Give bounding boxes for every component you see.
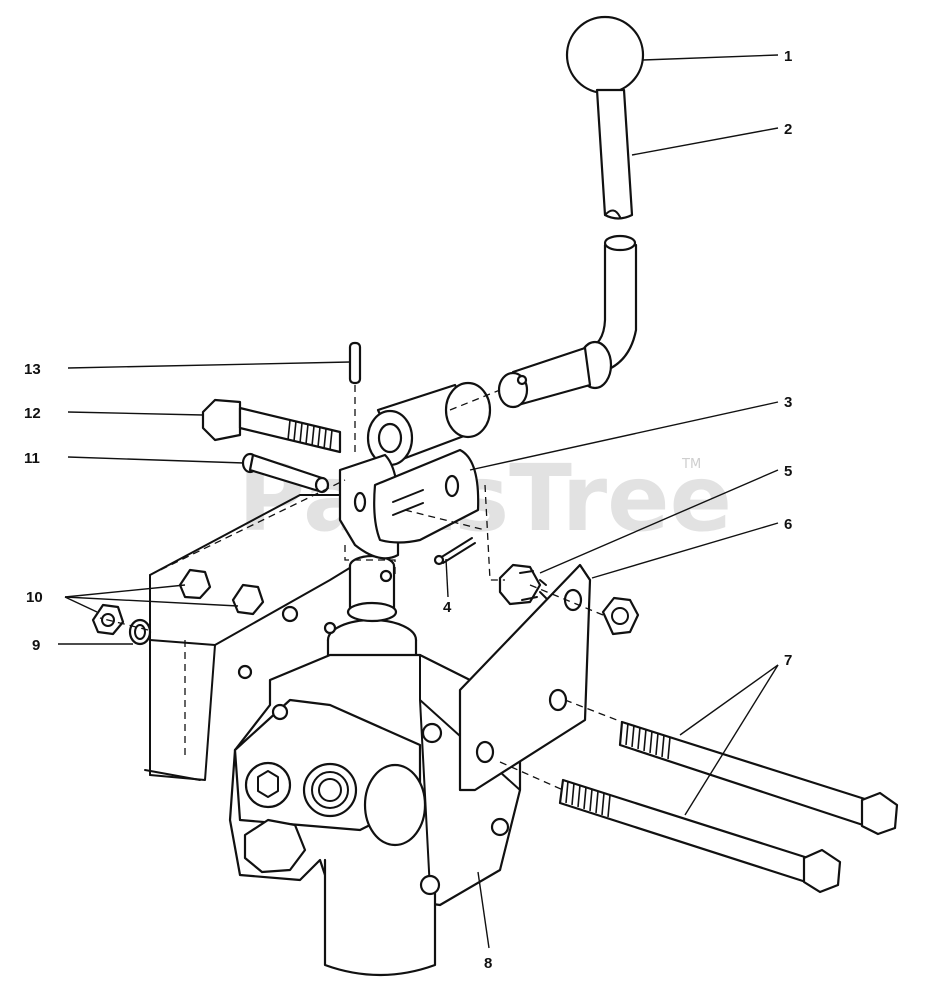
assembly-center-lines [99,385,623,791]
callout-9: 9 [32,637,40,654]
watermark: PartsTree [238,445,732,552]
callout-12: 12 [24,405,41,422]
callout-labels: 1 2 3 4 5 6 7 8 9 10 11 12 13 [24,48,792,972]
part-7-bolts [558,720,899,894]
callout-8: 8 [484,955,492,972]
part-13-roll-pin [348,341,362,385]
callout-4: 4 [443,599,452,616]
callout-11: 11 [24,450,40,467]
callout-7: 7 [784,652,792,669]
bolt-12-thread [287,419,333,451]
callout-5: 5 [784,463,792,480]
part-2-handle [497,88,638,409]
callout-6: 6 [784,516,792,533]
part-11-pin [241,452,330,494]
watermark-trademark: TM [681,457,701,472]
callout-13: 13 [24,361,41,378]
part-12-bolt [201,398,342,454]
part-3-link-plates [338,448,480,560]
callout-3: 3 [784,394,792,411]
part-8-valve-body [144,494,522,977]
part-5-nut [498,563,547,606]
callout-10: 10 [26,589,43,606]
leader-lines [58,54,779,949]
part-9-washer [128,618,152,646]
bolt-7-thread [565,722,671,818]
callout-2: 2 [784,121,792,138]
part-10-nuts [91,568,265,636]
bracket-lock-nut [601,596,640,636]
part-1-knob [565,15,645,95]
callout-1: 1 [784,48,792,65]
part-4-cotter-pin [433,537,476,566]
